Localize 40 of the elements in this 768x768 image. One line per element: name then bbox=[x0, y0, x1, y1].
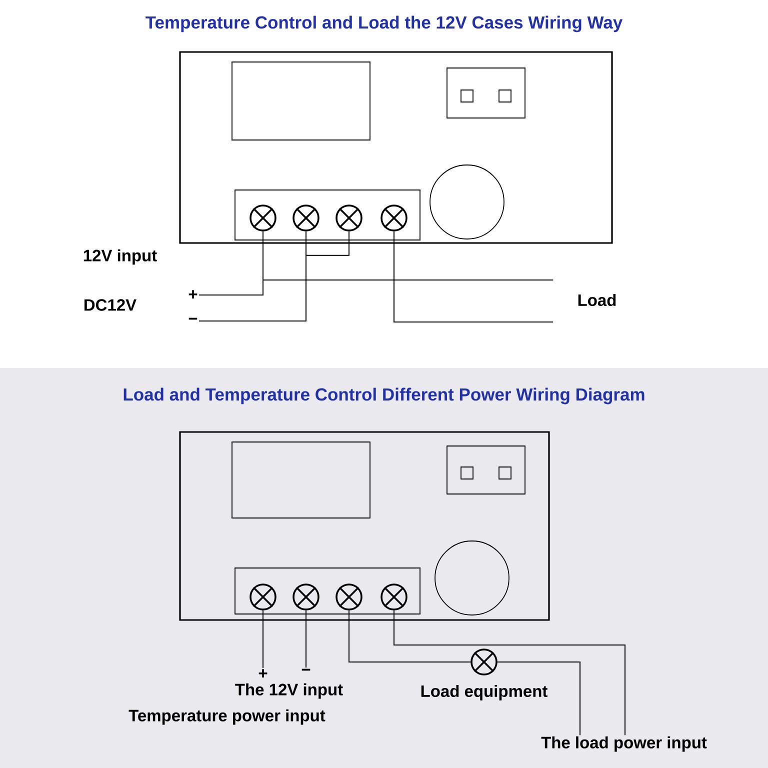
wire bbox=[306, 230, 350, 256]
controller-box bbox=[179, 51, 613, 244]
display-window bbox=[232, 442, 370, 518]
section-heading: Load and Temperature Control Different Power Wiring Diagram bbox=[124, 388, 644, 404]
adjust-knob bbox=[434, 540, 510, 616]
wiring-label: The 12V input bbox=[235, 683, 343, 699]
wiring-label: DC12V bbox=[84, 299, 136, 311]
wire-label: − bbox=[188, 318, 198, 320]
wire bbox=[198, 230, 306, 322]
terminal-strip bbox=[234, 190, 420, 240]
display-window bbox=[232, 62, 370, 140]
lamp-label: Load equipment bbox=[421, 684, 548, 700]
wire bbox=[262, 230, 554, 280]
wire-label: − bbox=[302, 668, 310, 671]
wire-label: Load bbox=[578, 294, 616, 306]
screw-terminal bbox=[336, 584, 362, 610]
relay-socket bbox=[446, 68, 526, 118]
screw-terminal bbox=[336, 204, 362, 232]
wire bbox=[262, 610, 264, 668]
screw-terminal bbox=[292, 584, 320, 610]
screw-terminal bbox=[250, 204, 276, 232]
screw-terminal bbox=[250, 584, 276, 610]
screw-terminal bbox=[380, 204, 408, 232]
adjust-knob bbox=[430, 164, 504, 240]
relay-socket bbox=[446, 446, 526, 494]
wiring-label: Temperature power input bbox=[128, 709, 326, 725]
wiring-label: 12V input bbox=[84, 249, 157, 265]
wire-label: + bbox=[188, 290, 198, 299]
screw-terminal bbox=[380, 584, 408, 610]
wire bbox=[394, 230, 554, 322]
screw-terminal bbox=[292, 204, 320, 232]
controller-box bbox=[179, 431, 550, 621]
wire bbox=[348, 610, 472, 662]
wire bbox=[496, 662, 580, 736]
lamp-symbol bbox=[470, 648, 498, 676]
wire bbox=[394, 610, 626, 736]
diagram-title: Temperature Control and Load the 12V Cases Wiring Way bbox=[146, 16, 623, 32]
terminal-strip bbox=[234, 568, 420, 614]
wire-label: + bbox=[258, 669, 268, 678]
wire-label: The load power input bbox=[541, 736, 707, 752]
